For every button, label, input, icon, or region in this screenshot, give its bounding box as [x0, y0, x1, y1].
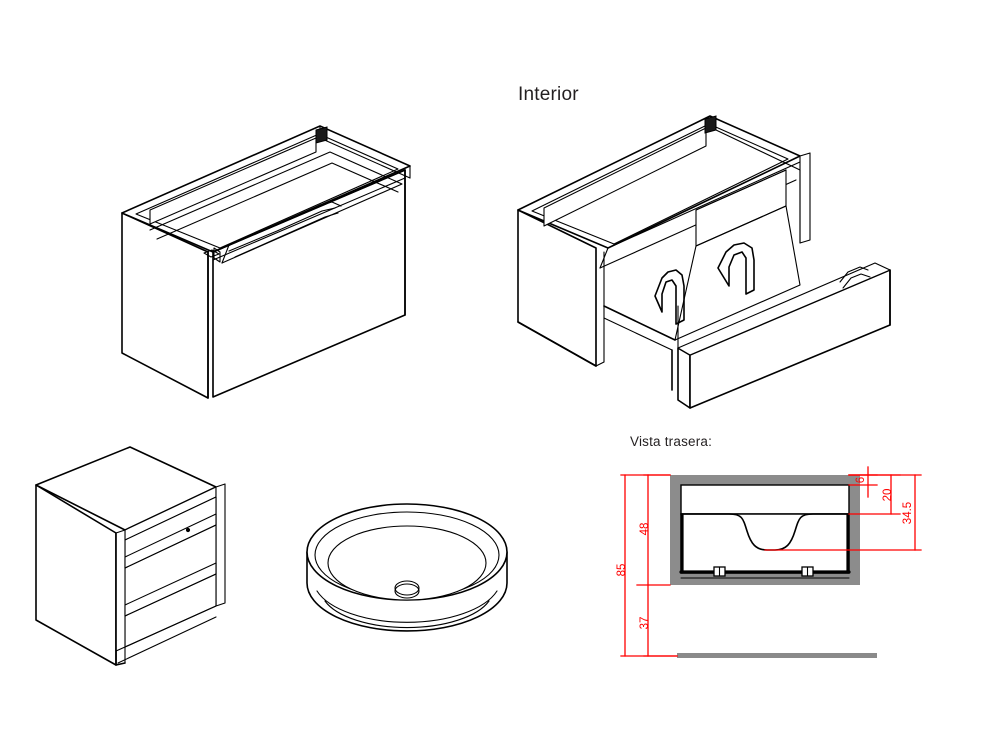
dimension-value-37: 37 — [639, 617, 651, 630]
open-drawer-cabinet-view — [500, 100, 920, 410]
dimension-value-48: 48 — [639, 523, 651, 536]
open-drawer-cabinet-drawing — [517, 115, 891, 409]
dimension-value-20: 20 — [882, 489, 894, 502]
dimension-panel-total: 34.5 — [764, 474, 922, 551]
dimension-floor-clearance: 37 — [639, 584, 678, 657]
wall-bracket-fitting — [713, 566, 726, 577]
closed-vanity-cabinet-drawing — [121, 125, 411, 399]
rear-view-label: Vista trasera: — [630, 434, 713, 449]
dimension-value-34-5: 34.5 — [902, 502, 914, 524]
dimension-value-85: 85 — [616, 564, 628, 577]
wall-bracket-fitting — [801, 566, 814, 577]
round-washbasin-drawing — [306, 503, 508, 632]
dimension-value-6: 6 — [855, 477, 867, 483]
washbasin-view — [295, 495, 520, 670]
closed-vanity-cabinet-view — [30, 100, 450, 399]
interior-label: Interior — [518, 84, 579, 105]
rear-elevation-drawing: 85 48 37 6 — [616, 466, 922, 658]
rear-elevation-view: 85 48 37 6 — [615, 455, 935, 680]
floor-line — [677, 653, 877, 658]
open-shelf-unit-drawing — [35, 446, 226, 666]
dimension-cabinet-height: 48 — [636, 474, 671, 586]
open-shelf-unit-view — [20, 435, 250, 685]
